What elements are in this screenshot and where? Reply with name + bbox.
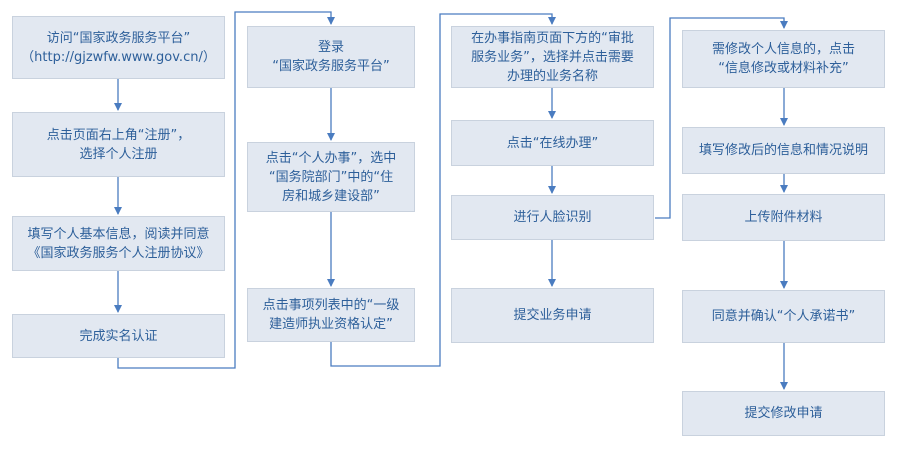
step-modify-info: 需修改个人信息的，点击 “信息修改或材料补充” [682, 30, 885, 88]
step-submit-application-text: 提交业务申请 [513, 308, 592, 323]
connector-c3-c4 [655, 17, 788, 219]
step-personal-affairs-text: 点击“个人办事”，选中 “国务院部门”中的“住 房和城乡建设部” [265, 150, 397, 204]
step-fill-modification: 填写修改后的信息和情况说明 [682, 127, 885, 174]
step-submit-modification: 提交修改申请 [682, 391, 885, 436]
step-upload-attachment: 上传附件材料 [682, 194, 885, 241]
step-login-text: 登录 “国家政务服务平台” [272, 40, 390, 74]
step-login: 登录 “国家政务服务平台” [247, 26, 415, 88]
step-real-name-auth: 完成实名认证 [12, 314, 225, 358]
step-upload-attachment-text: 上传附件材料 [744, 210, 823, 225]
step-fill-info: 填写个人基本信息，阅读并同意 《国家政务服务个人注册协议》 [12, 216, 225, 271]
step-choose-business-text: 在办事指南页面下方的“审批 服务业务”，选择并点击需要 办理的业务名称 [471, 30, 634, 84]
step-visit-platform: 访问“国家政务服务平台” （http://gjzwfw.www.gov.cn/） [12, 16, 225, 79]
step-choose-business: 在办事指南页面下方的“审批 服务业务”，选择并点击需要 办理的业务名称 [451, 26, 654, 88]
step-submit-modification-text: 提交修改申请 [744, 406, 823, 421]
step-real-name-auth-text: 完成实名认证 [79, 328, 158, 344]
step-click-register-text: 点击页面右上角“注册”， 选择个人注册 [46, 127, 191, 162]
step-submit-application: 提交业务申请 [451, 288, 654, 343]
step-online-handle-text: 点击“在线办理” [506, 135, 599, 151]
step-select-item-text: 点击事项列表中的“一级 建造师执业资格认定” [262, 298, 400, 332]
step-fill-modification-text: 填写修改后的信息和情况说明 [698, 143, 868, 158]
step-fill-info-text: 填写个人基本信息，阅读并同意 《国家政务服务个人注册协议》 [27, 226, 210, 261]
step-click-register: 点击页面右上角“注册”， 选择个人注册 [12, 112, 225, 177]
step-visit-platform-text: 访问“国家政务服务平台” （http://gjzwfw.www.gov.cn/） [21, 30, 216, 65]
step-face-recognition-text: 进行人脸识别 [513, 210, 592, 225]
step-personal-affairs: 点击“个人办事”，选中 “国务院部门”中的“住 房和城乡建设部” [247, 142, 415, 212]
step-select-item: 点击事项列表中的“一级 建造师执业资格认定” [247, 288, 415, 342]
step-modify-info-text: 需修改个人信息的，点击 “信息修改或材料补充” [711, 42, 855, 76]
connector-c2-c3 [330, 13, 556, 367]
connector-c1-c2 [117, 11, 335, 369]
step-online-handle: 点击“在线办理” [451, 120, 654, 166]
step-confirm-commitment: 同意并确认“个人承诺书” [682, 290, 885, 343]
step-face-recognition: 进行人脸识别 [451, 195, 654, 240]
step-confirm-commitment-text: 同意并确认“个人承诺书” [711, 309, 856, 324]
